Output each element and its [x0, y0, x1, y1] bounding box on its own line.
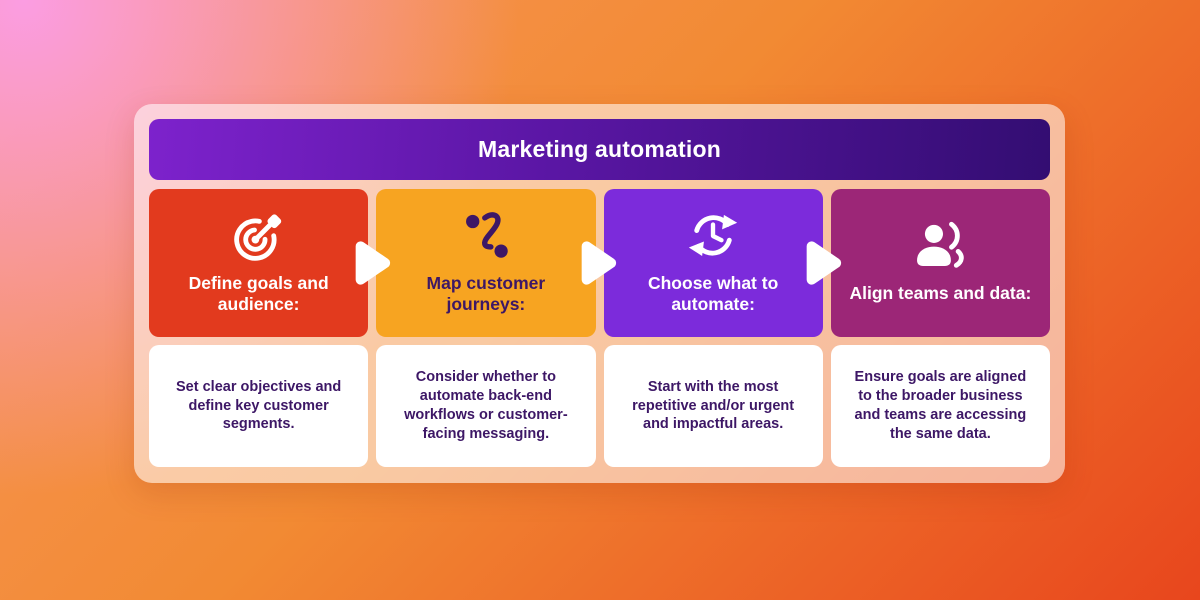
flow-arrow-icon	[580, 237, 620, 289]
step-title: Align teams and data:	[849, 283, 1032, 304]
clock-sync-icon	[684, 205, 742, 267]
step-card-choose-automate: Choose what to automate:	[603, 189, 823, 337]
flow-arrow-icon	[805, 237, 845, 289]
step-title: Choose what to automate:	[647, 272, 779, 314]
header-bar: Marketing automation	[149, 119, 1050, 180]
step-card-align-teams: Align teams and data:	[830, 189, 1050, 337]
infographic-container: Marketing automation Define goals and au…	[134, 104, 1065, 483]
header-title: Marketing automation	[478, 136, 721, 162]
description-text: Set clear objectives and define key cust…	[176, 378, 342, 433]
description-card: Consider whether to automate back-end wo…	[376, 345, 596, 467]
target-dart-icon	[230, 205, 288, 267]
description-text: Consider whether to automate back-end wo…	[404, 369, 568, 442]
flow-arrow-icon	[354, 237, 394, 289]
descriptions-row: Set clear objectives and define key cust…	[149, 345, 1050, 467]
journey-route-icon	[457, 205, 515, 267]
description-text: Start with the most repetitive and/or ur…	[632, 378, 795, 433]
steps-row: Define goals and audience: Map customer …	[149, 189, 1050, 337]
person-broadcast-icon	[911, 215, 969, 277]
step-card-define-goals: Define goals and audience:	[149, 189, 369, 337]
step-title: Map customer journeys:	[426, 272, 546, 314]
step-card-map-journeys: Map customer journeys:	[376, 189, 596, 337]
step-title: Define goals and audience:	[188, 272, 329, 314]
description-card: Start with the most repetitive and/or ur…	[603, 345, 823, 467]
description-card: Set clear objectives and define key cust…	[149, 345, 369, 467]
description-card: Ensure goals are aligned to the broader …	[830, 345, 1050, 467]
description-text: Ensure goals are aligned to the broader …	[854, 369, 1027, 442]
